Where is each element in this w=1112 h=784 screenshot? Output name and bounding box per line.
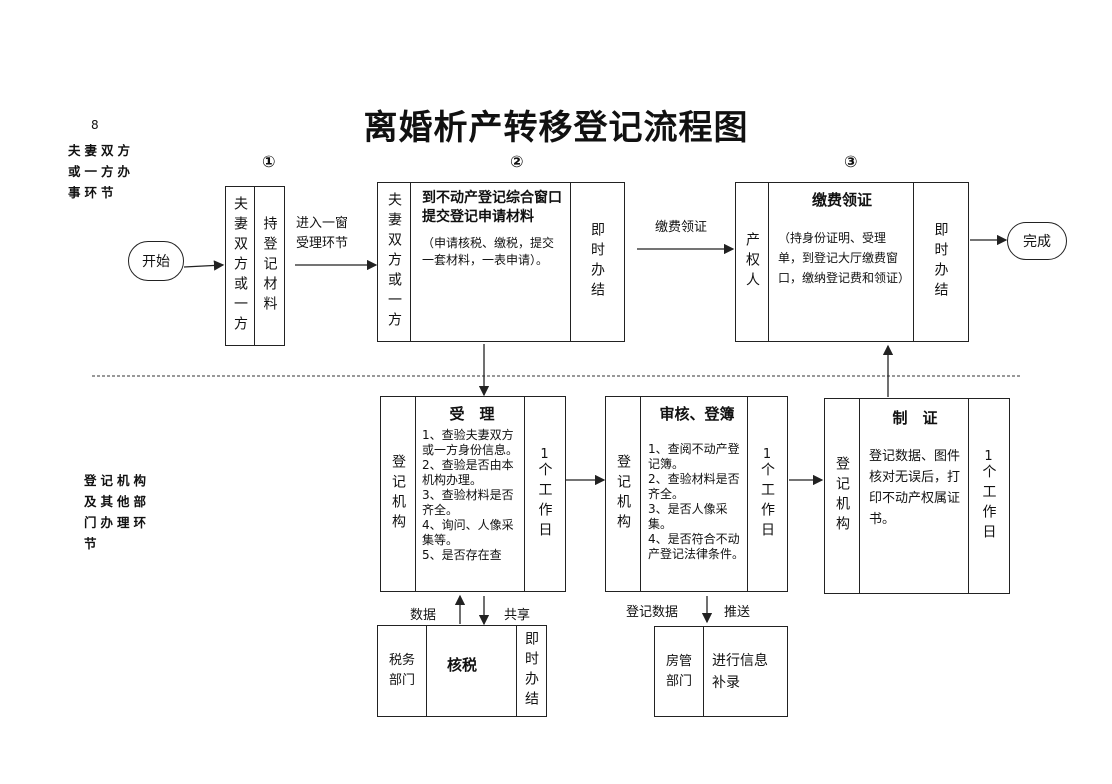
produce-body: 制 证 登记数据、图件核对无误后，打印不动产权属证书。 — [869, 407, 961, 530]
produce-detail: 登记数据、图件核对无误后，打印不动产权属证书。 — [869, 449, 961, 527]
produce-heading: 制 证 — [892, 409, 938, 427]
step1-content: 持登记材料 — [261, 216, 278, 316]
step3-detail: （持身份证明、受理单，到登记大厅缴费窗口，缴纳登记费和领证） — [778, 231, 911, 285]
accept-item-5: 5、是否存在查 — [422, 548, 502, 562]
step2-time-col: 即时办结 — [570, 183, 623, 341]
finish-label: 完成 — [1023, 234, 1051, 250]
step-number-3: ③ — [844, 152, 858, 171]
step1-actor-col: 夫妻双方或一方 — [226, 187, 255, 345]
start-node: 开始 — [128, 241, 184, 281]
review-time: 个工作日 — [759, 461, 775, 542]
accept-time: 个工作日 — [536, 461, 553, 542]
step3-time: 即时办结 — [932, 222, 949, 302]
accept-item-1: 1、查验夫妻双方或一方身份信息。 — [422, 428, 519, 457]
review-actor: 登记机构 — [615, 454, 631, 534]
tax-dept: 税务部门 — [388, 653, 415, 688]
step-number-1: ① — [262, 152, 276, 171]
housing-content-col: 进行信息补录 — [704, 627, 786, 716]
produce-actor-col: 登记机构 — [825, 399, 860, 593]
step2-actor-col: 夫妻双方或一方 — [378, 183, 411, 341]
step3-actor: 产权人 — [744, 232, 760, 292]
review-body: 审核、登簿 1、查阅不动产登记簿。 2、查验材料是否齐全。 3、是否人像采集。 … — [648, 403, 746, 562]
review-actor-col: 登记机构 — [606, 397, 641, 591]
review-item-3: 3、是否人像采集。 — [648, 502, 728, 531]
step2-heading: 到不动产登记综合窗口提交登记申请材料 — [422, 190, 562, 225]
accept-time-col: 1 个工作日 — [524, 397, 564, 591]
accept-item-3: 3、查验材料是否齐全。 — [422, 488, 514, 517]
accept-item-4: 4、询问、人像采集等。 — [422, 518, 514, 547]
review-item-4: 4、是否符合不动产登记法律条件。 — [648, 532, 745, 561]
finish-node: 完成 — [1007, 222, 1067, 260]
housing-content: 进行信息补录 — [712, 652, 768, 691]
produce-box: 登记机构 制 证 登记数据、图件核对无误后，打印不动产权属证书。 1 个工作日 — [824, 398, 1010, 594]
review-heading: 审核、登簿 — [659, 405, 735, 423]
arrow2-label: 缴费领证 — [655, 220, 708, 235]
tax-dept-col: 税务部门 — [378, 626, 427, 716]
review-item-1: 1、查阅不动产登记簿。 — [648, 442, 740, 471]
produce-actor: 登记机构 — [834, 456, 850, 536]
tax-heading: 核税 — [446, 656, 477, 674]
step1-box: 夫妻双方或一方 持登记材料 — [225, 186, 285, 346]
review-item-2: 2、查验材料是否齐全。 — [648, 472, 740, 501]
accept-time-num: 1 — [540, 446, 549, 462]
arrow-start-to-step1 — [183, 260, 225, 271]
start-label: 开始 — [142, 254, 170, 270]
housing-box: 房管部门 进行信息补录 — [654, 626, 788, 717]
housing-arrow-right-label: 推送 — [724, 605, 751, 620]
produce-time-num: 1 — [984, 448, 993, 464]
produce-time-col: 1 个工作日 — [968, 399, 1008, 593]
page-title: 离婚析产转移登记流程图 — [363, 108, 749, 148]
tax-time: 即时办结 — [523, 631, 539, 711]
page-number: 8 — [91, 118, 99, 132]
tax-time-col: 即时办结 — [516, 626, 545, 716]
produce-time: 个工作日 — [980, 463, 997, 544]
step3-box: 产权人 缴费领证 （持身份证明、受理单，到登记大厅缴费窗口，缴纳登记费和领证） … — [735, 182, 969, 342]
housing-dept: 房管部门 — [665, 653, 692, 689]
step2-time: 即时办结 — [589, 222, 605, 302]
step3-time-col: 即时办结 — [913, 183, 967, 341]
step2-box: 夫妻双方或一方 到不动产登记综合窗口提交登记申请材料 （申请核税、缴税，提交一套… — [377, 182, 625, 342]
accept-heading: 受 理 — [449, 405, 495, 423]
review-box: 登记机构 审核、登簿 1、查阅不动产登记簿。 2、查验材料是否齐全。 3、是否人… — [605, 396, 788, 592]
accept-box: 登记机构 受 理 1、查验夫妻双方或一方身份信息。 2、查验是否由本机构办理。 … — [380, 396, 566, 592]
step-number-2: ② — [510, 152, 524, 171]
step2-detail: （申请核税、缴税，提交一套材料，一表申请）。 — [422, 236, 555, 267]
step1-content-col: 持登记材料 — [255, 187, 284, 345]
step2-body: 到不动产登记综合窗口提交登记申请材料 （申请核税、缴税，提交一套材料，一表申请）… — [422, 189, 564, 269]
step1-actor: 夫妻双方或一方 — [232, 196, 248, 336]
tax-arrow-down-label: 共享 — [504, 608, 531, 623]
housing-dept-col: 房管部门 — [655, 627, 704, 716]
accept-actor-col: 登记机构 — [381, 397, 416, 591]
tax-heading-col: 核税 — [427, 626, 497, 716]
accept-body: 受 理 1、查验夫妻双方或一方身份信息。 2、查验是否由本机构办理。 3、查验材… — [422, 403, 522, 563]
section-label-agency: 登记机构及其他部门办理环节 — [84, 473, 151, 551]
tax-arrow-up-label: 数据 — [410, 608, 437, 623]
tax-box: 税务部门 核税 即时办结 — [377, 625, 547, 717]
step3-heading: 缴费领证 — [811, 191, 872, 209]
housing-arrow-left-label: 登记数据 — [626, 605, 679, 620]
accept-item-2: 2、查验是否由本机构办理。 — [422, 458, 514, 487]
accept-actor: 登记机构 — [390, 454, 406, 534]
section-label-applicant: 夫妻双方或一方办事环节 — [68, 143, 135, 200]
step2-actor: 夫妻双方或一方 — [386, 192, 402, 332]
review-time-col: 1 个工作日 — [747, 397, 786, 591]
arrow1-label: 进入一窗受理环节 — [296, 216, 349, 251]
review-time-num: 1 — [762, 446, 772, 462]
step3-actor-col: 产权人 — [736, 183, 769, 341]
step3-body: 缴费领证 （持身份证明、受理单，到登记大厅缴费窗口，缴纳登记费和领证） — [778, 189, 911, 288]
